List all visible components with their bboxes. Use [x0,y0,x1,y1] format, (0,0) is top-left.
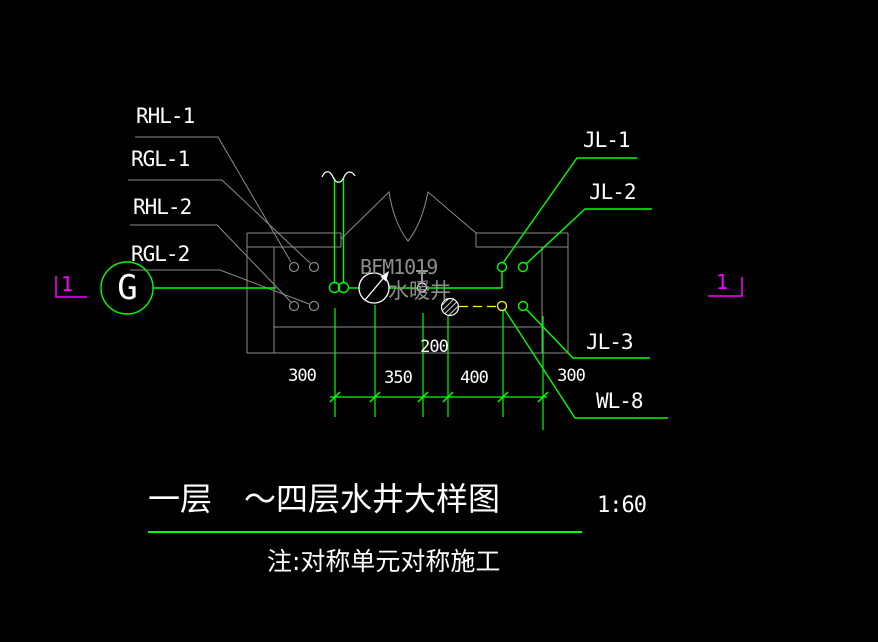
wl8-pipe-circle [496,300,508,312]
label-jl1: JL-1 [583,128,631,152]
valve-icon [416,270,428,293]
drawing-note: 注:对称单元对称施工 [267,547,501,576]
leader-rhl1 [135,136,292,263]
floor-drain-icon [440,297,460,317]
riser-joint-1 [328,281,341,294]
water-meter-icon [358,271,390,304]
dimension-chain [329,305,549,430]
well-structure [246,190,569,354]
label-rhl2: RHL-2 [133,195,192,219]
leader-jl2 [525,208,652,265]
label-jl2: JL-2 [589,180,637,204]
leader-rgl1 [128,179,311,264]
leader-rhl2 [130,224,292,303]
pipe-circle-rhl2 [288,300,300,312]
watermark-well-name: 水暖井 [388,279,451,303]
yellow-connection [459,300,508,312]
white-symbols [321,171,460,317]
dim-300-right: 300 [557,366,586,386]
leader-jl1 [502,157,637,264]
section-number-right: 1 [716,270,728,294]
drawing-scale: 1:60 [597,493,647,518]
dim-300-left: 300 [288,366,317,386]
dimension-ticks [329,391,549,403]
leader-wl8 [504,309,668,419]
pipe-circle-rgl2 [308,300,320,312]
label-rhl1: RHL-1 [136,104,195,128]
label-rgl1: RGL-1 [131,147,190,171]
label-wl8: WL-8 [596,389,644,413]
pipe-break-squiggle [321,171,356,183]
gas-source-letter: G [117,268,138,308]
label-rgl2: RGL-2 [131,242,190,266]
gas-water-piping [100,157,668,419]
leader-jl3 [525,308,650,359]
heating-leaders [128,136,311,305]
pipe-circle-rhl [288,261,300,273]
label-jl3: JL-3 [586,330,634,354]
break-line-symbol [340,190,477,242]
jl2-pipe-circle [517,261,529,273]
section-number-left: 1 [61,272,73,296]
jl1-pipe-circle [496,261,508,273]
drawing-title: 一层 ～四层水井大样图 [148,480,501,518]
dim-350: 350 [384,368,413,388]
leader-rgl2 [130,269,310,305]
dim-200: 200 [420,337,449,357]
heating-pipes [288,261,320,312]
pipe-circle-rgl [308,261,320,273]
dim-400: 400 [460,368,489,388]
watermark-code: BFM1019 [360,255,438,279]
section-mark-left-bracket [55,276,87,298]
jl3-pipe-circle [517,300,529,312]
section-mark-right-bracket [708,277,743,297]
section-cut-marks [55,276,743,298]
